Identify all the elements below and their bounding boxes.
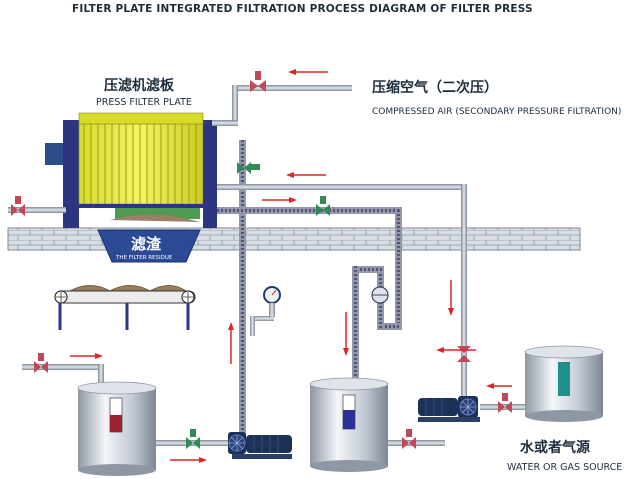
press-head-plate (63, 120, 79, 228)
tank-left (77, 381, 157, 476)
water-source-cn: 水或者气源 (520, 439, 590, 456)
compressed-air-cn: 压缩空气（二次压） (372, 79, 498, 96)
arrow-source (436, 347, 476, 353)
flow-arrows (70, 69, 512, 463)
residue-cn: 滤渣 (131, 235, 162, 253)
pump-feed (228, 432, 292, 459)
residue-hopper: 滤渣 THE FILTER RESIDUE (97, 229, 201, 263)
arrow-down-right (448, 280, 454, 316)
arrow-to-pump (170, 457, 207, 463)
arrow-filtrate (262, 197, 297, 203)
diagram-title: FILTER PLATE INTEGRATED FILTRATION PROCE… (72, 3, 533, 15)
water-source-en: WATER OR GAS SOURCE (507, 462, 622, 473)
valve-source (498, 393, 512, 413)
arrow-down-loop (343, 312, 349, 356)
tank-middle (309, 377, 389, 472)
arrow-feed-top (286, 172, 326, 178)
valve-inlet-left (11, 196, 25, 216)
arrow-source-low (486, 383, 512, 389)
arrow-up-feed (228, 322, 234, 364)
valve-tank2-outlet (402, 429, 416, 449)
press-motor (45, 143, 63, 165)
flow-meter (371, 286, 389, 304)
compressed-air-en: COMPRESSED AIR (SECONDARY PRESSURE FILTR… (372, 107, 621, 117)
tank-water-source (524, 345, 604, 422)
pressure-gauge (263, 286, 281, 317)
pipes (8, 85, 525, 446)
valve-filtrate (316, 196, 330, 216)
valve-tank1-inlet (34, 353, 48, 373)
valve-feed (237, 162, 260, 174)
valve-air (250, 71, 266, 92)
press-beam (115, 208, 200, 219)
press-plate-en: PRESS FILTER PLATE (96, 97, 192, 108)
residue-en: THE FILTER RESIDUE (115, 255, 173, 261)
arrow-air (288, 69, 328, 75)
pump-source (418, 396, 480, 422)
platform (7, 227, 581, 251)
valve-right-vertical (457, 346, 471, 362)
press-tail-plate (203, 120, 217, 228)
conveyor (54, 285, 196, 330)
filter-press (45, 112, 217, 228)
valve-tank1-outlet (186, 429, 200, 449)
press-plate-cn: 压滤机滤板 (104, 77, 175, 94)
arrow-tank1-inlet (70, 353, 103, 359)
valves (11, 71, 512, 449)
